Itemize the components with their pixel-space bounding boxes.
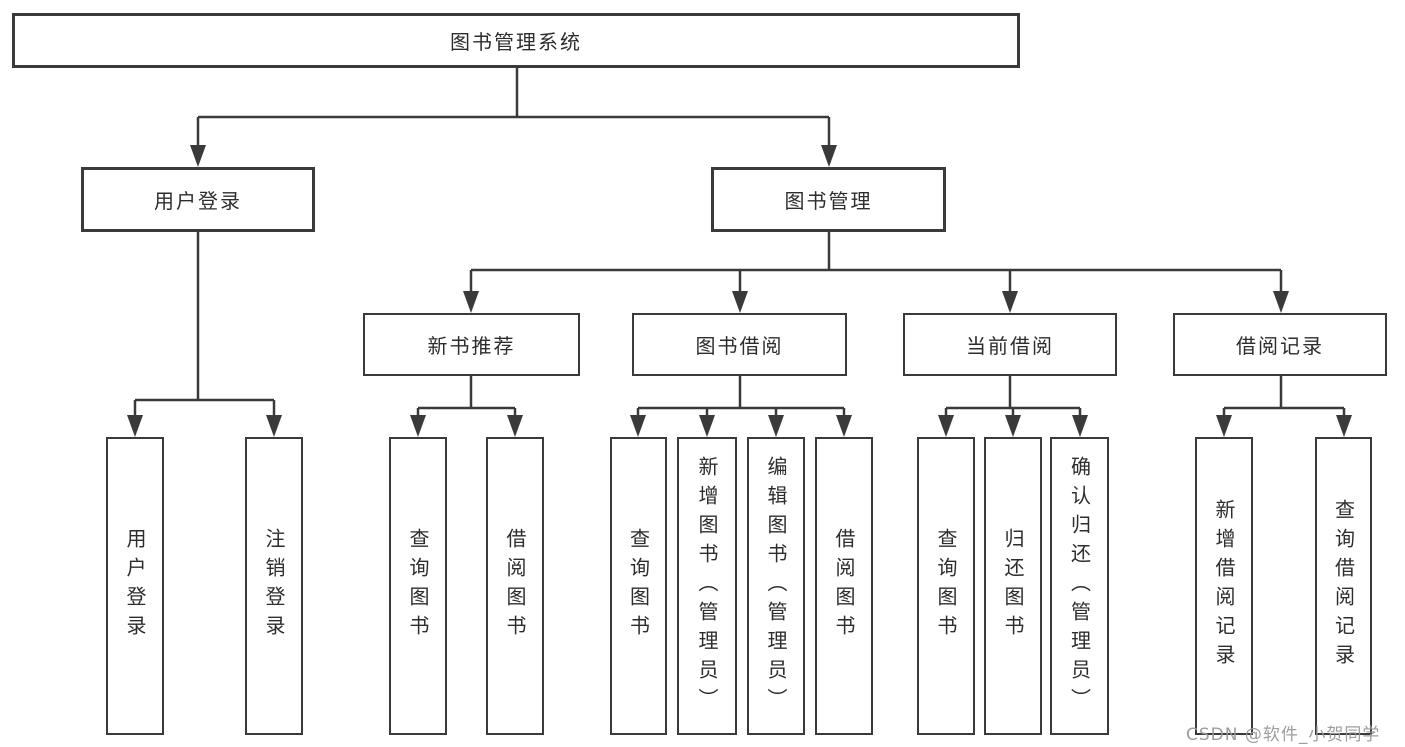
leaf-user-login: 用户登录 (106, 437, 164, 735)
leaf-current-return-books-label: 归还图书 (1001, 528, 1025, 644)
leaf-current-query-books: 查询图书 (917, 437, 975, 735)
arrowhead (463, 291, 479, 313)
arrowhead (732, 291, 748, 313)
leaf-current-return-books: 归还图书 (984, 437, 1042, 735)
node-user-login-label: 用户登录 (154, 189, 242, 213)
connector-root-to-level2 (196, 68, 831, 150)
leaf-recommend-borrow-books-label: 借阅图书 (503, 528, 527, 644)
node-new-book-recommend-label: 新书推荐 (427, 334, 516, 358)
node-borrow-records-label: 借阅记录 (1236, 334, 1324, 358)
leaf-recommend-query-books-label: 查询图书 (406, 528, 430, 644)
arrowhead (507, 415, 523, 437)
node-book-management-label: 图书管理 (784, 189, 873, 213)
leaf-borrow-edit-books-label: 编辑图书（管理员） (764, 455, 788, 717)
arrowhead (410, 415, 426, 437)
arrowhead (768, 415, 784, 437)
leaf-recommend-query-books: 查询图书 (389, 437, 447, 735)
leaf-records-add-record: 新增借阅记录 (1195, 437, 1253, 735)
arrowhead (1005, 415, 1021, 437)
leaf-borrow-add-books-label: 新增图书（管理员） (695, 455, 719, 717)
leaf-borrow-add-books: 新增图书（管理员） (677, 437, 737, 735)
arrowhead (821, 145, 837, 167)
node-book-management: 图书管理 (711, 167, 946, 232)
node-root: 图书管理系统 (12, 13, 1020, 68)
connector-current-to-leaves (944, 376, 1082, 422)
leaf-recommend-borrow-books: 借阅图书 (486, 437, 544, 735)
arrowhead (1072, 415, 1088, 437)
connector-recommend-to-leaves (416, 376, 517, 422)
node-current-borrow: 当前借阅 (903, 313, 1117, 376)
leaf-borrow-borrow-books: 借阅图书 (815, 437, 873, 735)
leaf-current-query-books-label: 查询图书 (934, 528, 958, 644)
leaf-records-query-record-label: 查询借阅记录 (1331, 499, 1356, 673)
arrowhead (836, 415, 852, 437)
arrowhead (1336, 415, 1352, 437)
leaf-logout: 注销登录 (245, 437, 303, 735)
arrowhead (1273, 291, 1289, 313)
leaf-current-confirm-return: 确认归还（管理员） (1050, 437, 1109, 735)
node-current-borrow-label: 当前借阅 (966, 334, 1054, 358)
node-book-borrow: 图书借阅 (632, 313, 847, 376)
node-root-label: 图书管理系统 (450, 30, 582, 54)
leaf-borrow-query-books: 查询图书 (610, 437, 667, 735)
node-user-login: 用户登录 (81, 167, 315, 232)
connector-userlogin-to-leaves (133, 232, 276, 422)
arrowhead (266, 415, 282, 437)
arrowhead (699, 415, 715, 437)
watermark: CSDN @软件_小贺同学 (1186, 725, 1381, 745)
arrowhead (127, 415, 143, 437)
connector-bookmgmt-to-level3 (469, 232, 1283, 296)
node-borrow-records: 借阅记录 (1173, 313, 1387, 376)
connector-records-to-leaves (1222, 376, 1346, 422)
leaf-records-add-record-label: 新增借阅记录 (1212, 499, 1236, 673)
leaf-records-query-record: 查询借阅记录 (1315, 437, 1372, 735)
leaf-current-confirm-return-label: 确认归还（管理员） (1067, 455, 1092, 717)
arrowhead (630, 415, 646, 437)
leaf-user-login-label: 用户登录 (123, 528, 147, 644)
node-new-book-recommend: 新书推荐 (363, 313, 580, 376)
arrowhead (938, 415, 954, 437)
arrowhead (1002, 291, 1018, 313)
arrowhead (190, 145, 206, 167)
leaf-borrow-query-books-label: 查询图书 (626, 528, 651, 644)
leaf-logout-label: 注销登录 (262, 528, 286, 644)
leaf-borrow-borrow-books-label: 借阅图书 (832, 528, 856, 644)
node-book-borrow-label: 图书借阅 (695, 334, 784, 358)
arrowhead (1216, 415, 1232, 437)
leaf-borrow-edit-books: 编辑图书（管理员） (747, 437, 805, 735)
connector-borrow-to-leaves (636, 376, 846, 422)
